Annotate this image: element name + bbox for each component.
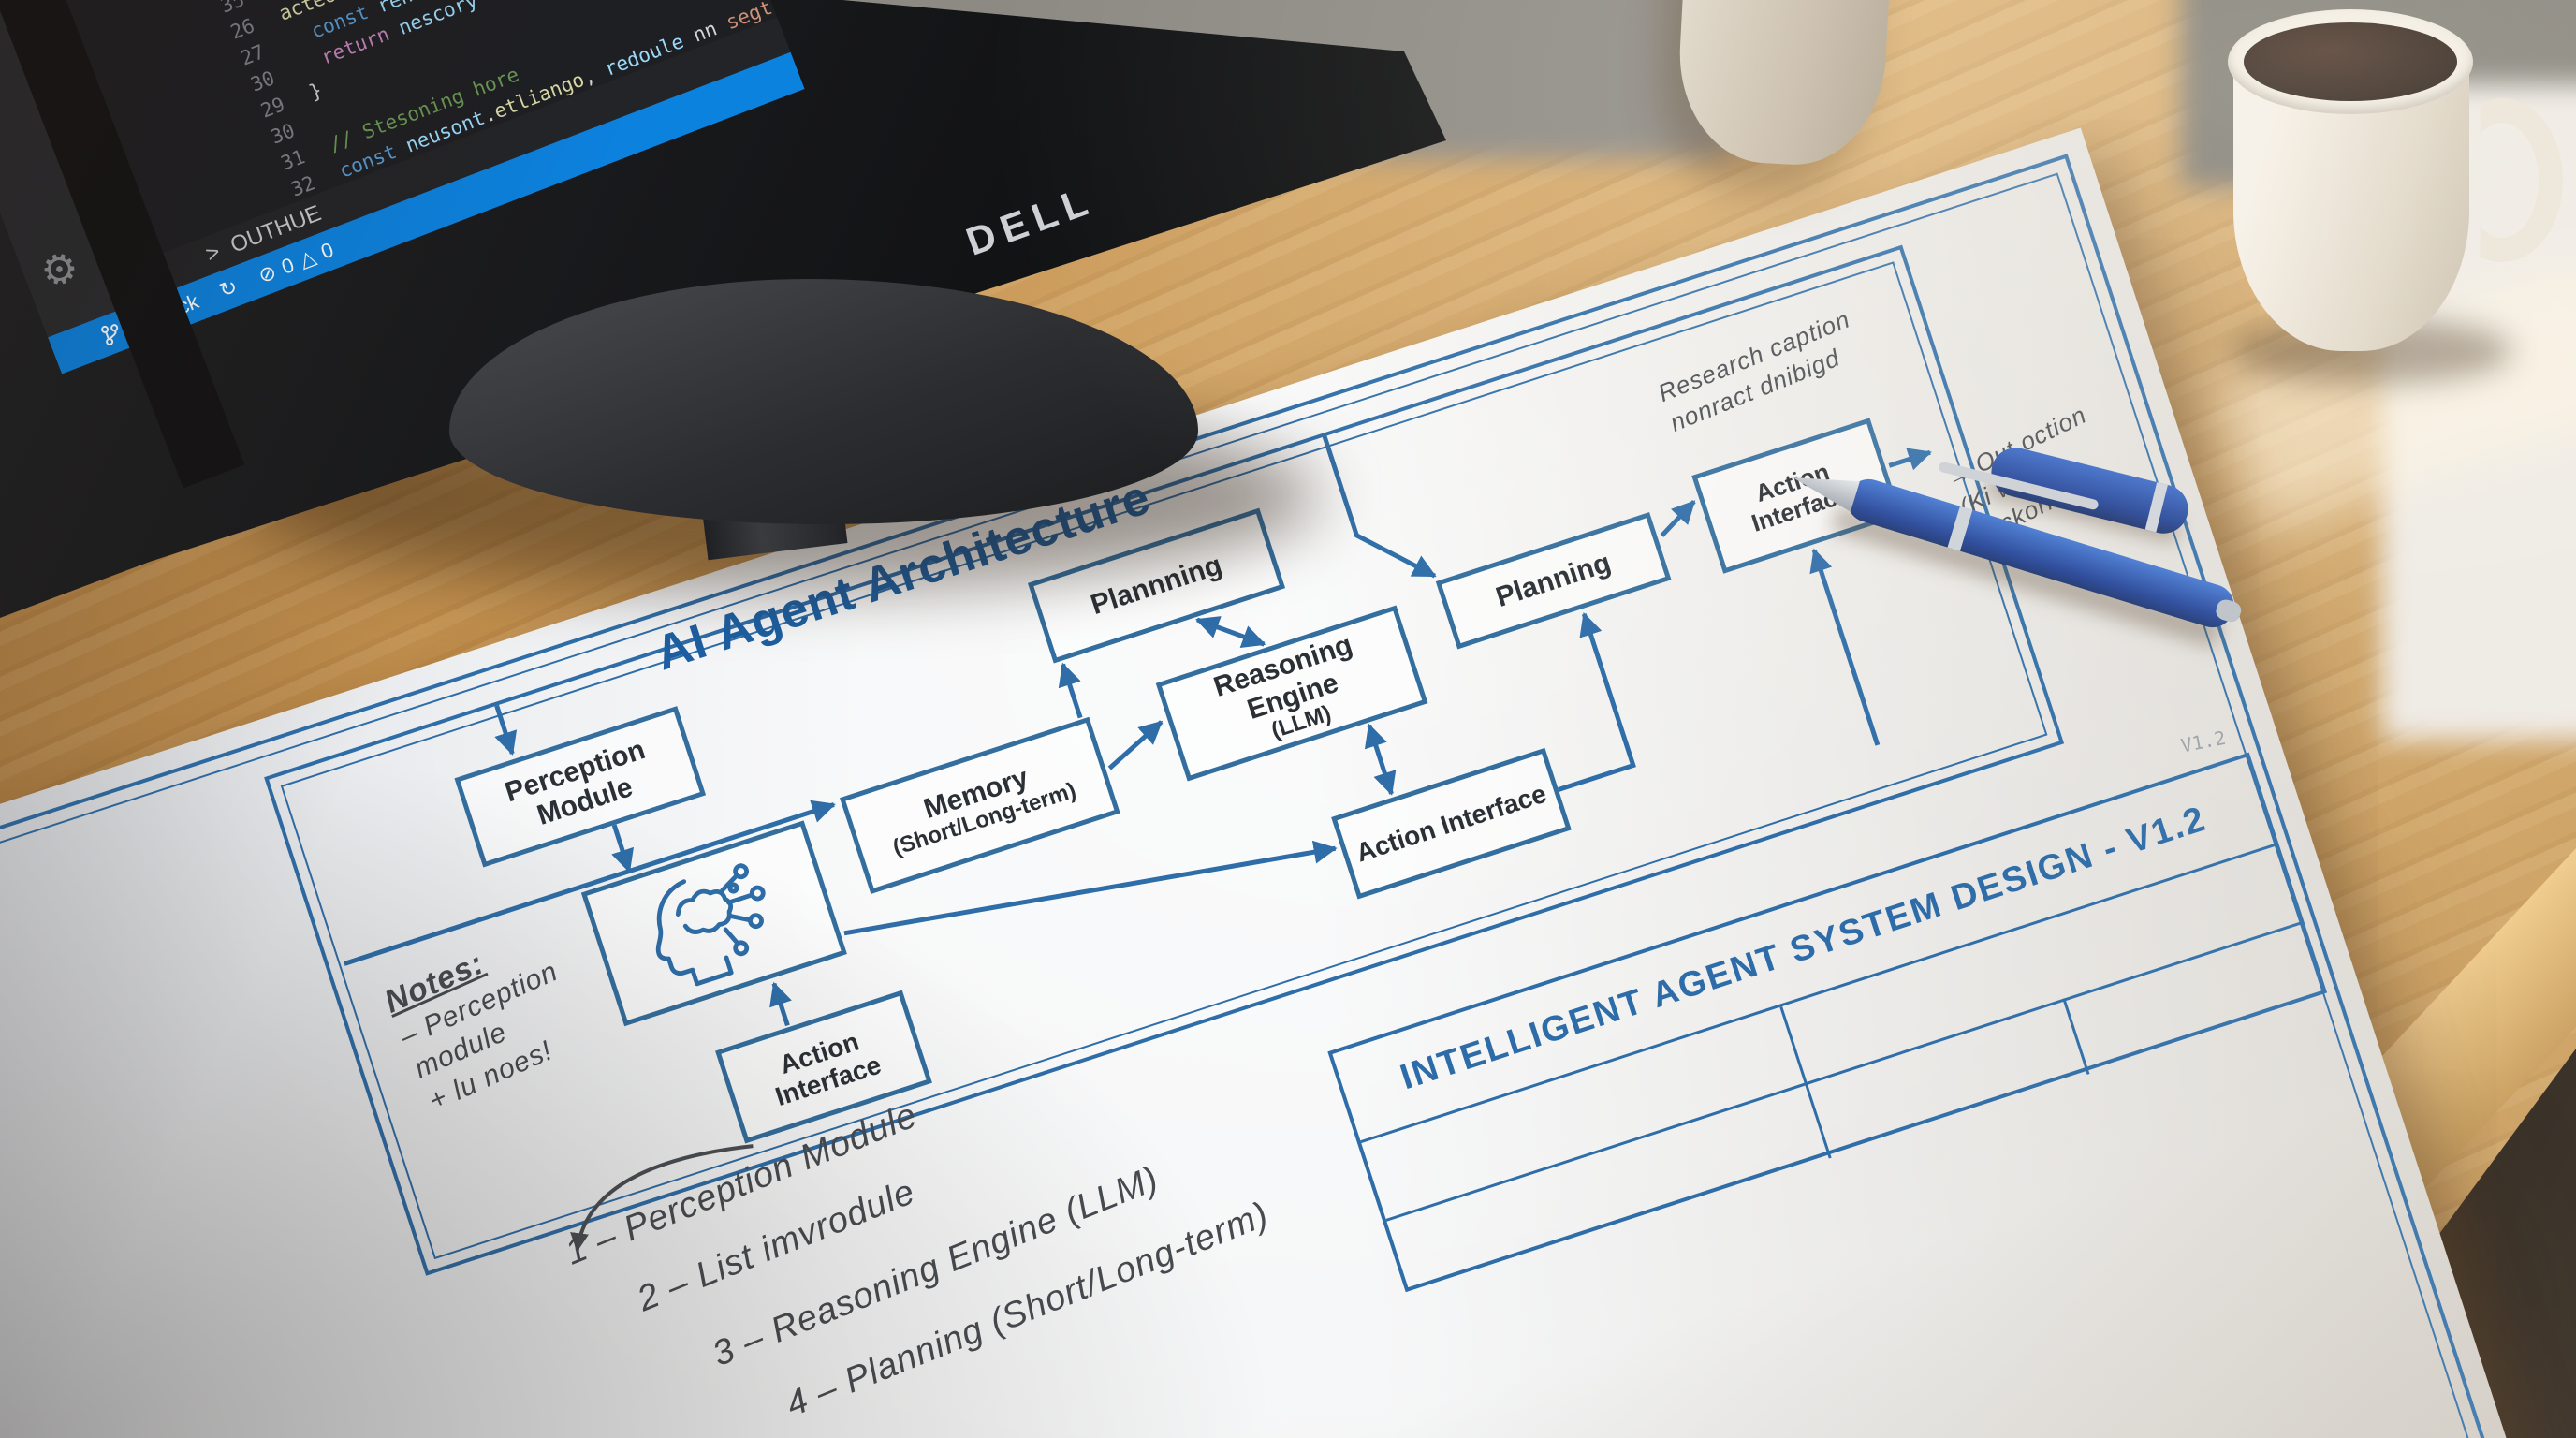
dell-logo: DELL: [960, 177, 1101, 264]
code-line: [315, 107, 326, 133]
errors-count: 0: [278, 253, 298, 279]
diagram-box-cognitive-core: [580, 820, 847, 1027]
head-circuit-icon: [655, 862, 766, 986]
warnings-count: 0: [317, 237, 337, 264]
box-label: Planning: [1492, 547, 1615, 614]
errors-icon: ⊘: [255, 259, 280, 288]
code-token: }: [305, 78, 326, 104]
gear-icon: ⚙: [34, 242, 86, 299]
sync-icon: ↻: [216, 274, 242, 303]
coffee-surface: [2244, 22, 2457, 101]
coffee-mug: [2213, 9, 2576, 535]
chevron-icon: >: [202, 239, 225, 268]
warnings-icon: △: [296, 244, 319, 272]
title-block-col-divider-2: [2062, 998, 2090, 1075]
pen-ring: [1947, 506, 1973, 551]
code-line: }: [305, 76, 327, 107]
title-block-col-divider-1: [1779, 1005, 1832, 1159]
pen-cap-ring: [2144, 482, 2168, 533]
